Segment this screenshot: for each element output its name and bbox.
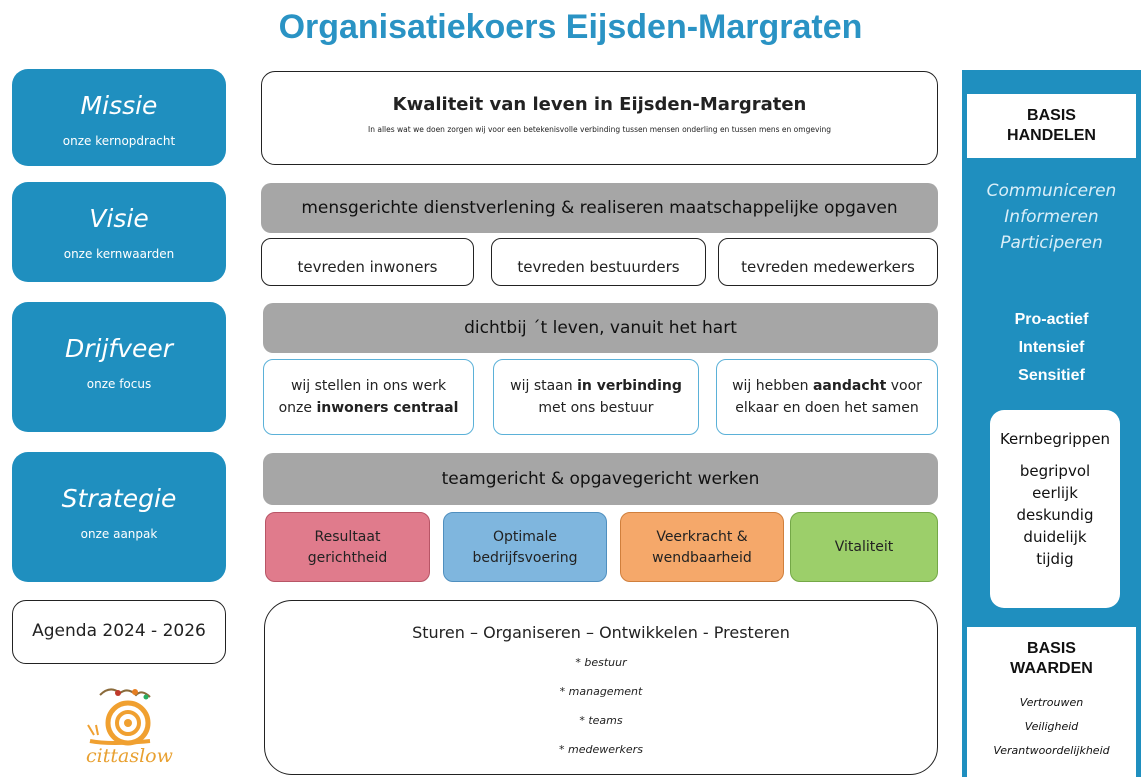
- missie-text: In alles wat we doen zorgen wij voor een…: [368, 125, 831, 134]
- kernbegrip-item: deskundig: [1016, 506, 1094, 524]
- missie-subtitle: onze kernopdracht: [62, 134, 176, 148]
- kernbegrip-item: tijdig: [1036, 550, 1074, 568]
- kernbegrip-item: eerlijk: [1032, 484, 1078, 502]
- drijfveer-box-line: elkaar en doen het samen: [735, 400, 919, 416]
- strategie-item-line: wendbaarheid: [652, 550, 752, 566]
- text-bold: aandacht: [812, 378, 887, 394]
- missie-box: Kwaliteit van leven in Eijsden-Margraten…: [261, 71, 938, 165]
- basis-waarden-header: BASIS WAARDEN: [967, 627, 1136, 679]
- visie-item-label: tevreden medewerkers: [741, 258, 915, 276]
- handelen-item: Intensief: [1018, 339, 1085, 356]
- missie-title: Missie: [80, 91, 158, 120]
- agenda-heading: Sturen – Organiseren – Ontwikkelen - Pre…: [412, 623, 790, 642]
- strategie-subtitle: onze aanpak: [80, 527, 158, 541]
- strategie-bar-text: teamgericht & opgavegericht werken: [441, 469, 760, 489]
- drijfveer-label-box: Drijfveer onze focus: [12, 302, 226, 432]
- header-line: BASIS: [1027, 640, 1076, 657]
- handelen-item: Participeren: [1000, 233, 1103, 253]
- visie-item-inwoners: tevreden inwoners: [261, 238, 474, 286]
- header-line: WAARDEN: [1010, 660, 1093, 677]
- handelen-italic-list: Communiceren Informeren Participeren: [962, 178, 1141, 256]
- agenda-box: Sturen – Organiseren – Ontwikkelen - Pre…: [264, 600, 938, 775]
- missie-label-box: Missie onze kernopdracht: [12, 69, 226, 166]
- kernbegrip-item: begripvol: [1019, 462, 1091, 480]
- strategie-item-vitaliteit: Vitaliteit: [790, 512, 938, 582]
- text-part: onze: [278, 400, 317, 416]
- visie-bar: mensgerichte dienstverlening & realisere…: [261, 183, 938, 233]
- strategie-item-line: Vitaliteit: [834, 539, 894, 555]
- header-line: BASIS: [1027, 107, 1076, 124]
- drijfveer-box-bestuur: wij staan in verbinding met ons bestuur: [493, 359, 699, 435]
- waarden-item: Veiligheid: [1024, 720, 1079, 733]
- cittaslow-logo: cittaslow: [80, 685, 180, 770]
- strategie-title: Strategie: [61, 484, 177, 513]
- waarden-list: Vertrouwen Veiligheid Verantwoordelijkhe…: [967, 691, 1136, 763]
- cittaslow-text: cittaslow: [86, 745, 173, 767]
- drijfveer-bar: dichtbij ´t leven, vanuit het hart: [263, 303, 938, 353]
- strategie-item-line: Resultaat: [314, 529, 381, 545]
- agenda-item: * teams: [579, 714, 623, 727]
- strategie-label-box: Strategie onze aanpak: [12, 452, 226, 582]
- drijfveer-box-line: onze inwoners centraal: [264, 397, 473, 419]
- handelen-item: Sensitief: [1018, 367, 1085, 384]
- drijfveer-box-line: wij stellen in ons werk: [290, 378, 447, 394]
- visie-title: Visie: [89, 204, 149, 233]
- handelen-item: Pro-actief: [1014, 311, 1089, 328]
- handelen-bold-list: Pro-actief Intensief Sensitief: [962, 306, 1141, 390]
- strategie-item-line: bedrijfsvoering: [472, 550, 578, 566]
- strategie-item-line: Veerkracht &: [656, 529, 748, 545]
- agenda-list: * bestuur * management * teams * medewer…: [265, 648, 937, 764]
- strategie-item-veerkracht: Veerkracht & wendbaarheid: [620, 512, 784, 582]
- header-line: HANDELEN: [1007, 127, 1096, 144]
- drijfveer-box-inwoners: wij stellen in ons werk onze inwoners ce…: [263, 359, 474, 435]
- page-title: Organisatiekoers Eijsden-Margraten: [278, 8, 863, 46]
- drijfveer-box-line: wij staan in verbinding: [494, 375, 698, 397]
- agenda-item: * bestuur: [575, 656, 627, 669]
- strategie-item-resultaat: Resultaat gerichtheid: [265, 512, 430, 582]
- text-bold: in verbinding: [577, 378, 682, 394]
- text-part: wij hebben: [732, 378, 813, 394]
- text-part: wij staan: [510, 378, 578, 394]
- visie-item-label: tevreden bestuurders: [517, 258, 680, 276]
- visie-item-bestuurders: tevreden bestuurders: [491, 238, 706, 286]
- drijfveer-box-line: met ons bestuur: [538, 400, 654, 416]
- kernbegrip-item: duidelijk: [1023, 528, 1087, 546]
- kernbegrippen-title: Kernbegrippen: [999, 430, 1111, 448]
- text-bold: inwoners centraal: [316, 400, 459, 416]
- missie-heading: Kwaliteit van leven in Eijsden-Margraten: [392, 94, 807, 115]
- visie-subtitle: onze kernwaarden: [63, 247, 175, 261]
- drijfveer-title: Drijfveer: [64, 334, 174, 363]
- strategie-item-bedrijfsvoering: Optimale bedrijfsvoering: [443, 512, 607, 582]
- drijfveer-box-line: wij hebben aandacht voor: [717, 375, 937, 397]
- strategie-bar: teamgericht & opgavegericht werken: [263, 453, 938, 505]
- waarden-item: Verantwoordelijkheid: [993, 744, 1110, 757]
- drijfveer-box-samen: wij hebben aandacht voor elkaar en doen …: [716, 359, 938, 435]
- visie-item-label: tevreden inwoners: [297, 258, 438, 276]
- visie-item-medewerkers: tevreden medewerkers: [718, 238, 938, 286]
- basis-handelen-header: BASIS HANDELEN: [967, 94, 1136, 158]
- snail-icon: [87, 688, 151, 746]
- drijfveer-bar-text: dichtbij ´t leven, vanuit het hart: [464, 318, 737, 338]
- waarden-item: Vertrouwen: [1019, 696, 1084, 709]
- kernbegrippen-box: Kernbegrippen begripvol eerlijk deskundi…: [990, 410, 1120, 608]
- basis-waarden-section: BASIS WAARDEN Vertrouwen Veiligheid Vera…: [967, 627, 1136, 777]
- right-panel: BASIS HANDELEN Communiceren Informeren P…: [962, 70, 1141, 777]
- agenda-item: * management: [559, 685, 643, 698]
- drijfveer-subtitle: onze focus: [86, 377, 152, 391]
- agenda-label: Agenda 2024 - 2026: [32, 621, 206, 641]
- agenda-item: * medewerkers: [559, 743, 643, 756]
- agenda-label-box: Agenda 2024 - 2026: [12, 600, 226, 664]
- visie-bar-text: mensgerichte dienstverlening & realisere…: [301, 198, 898, 218]
- handelen-item: Informeren: [1004, 207, 1099, 227]
- strategie-item-line: gerichtheid: [307, 550, 388, 566]
- strategie-item-line: Optimale: [492, 529, 557, 545]
- handelen-item: Communiceren: [986, 181, 1117, 201]
- text-part: voor: [886, 378, 922, 394]
- visie-label-box: Visie onze kernwaarden: [12, 182, 226, 282]
